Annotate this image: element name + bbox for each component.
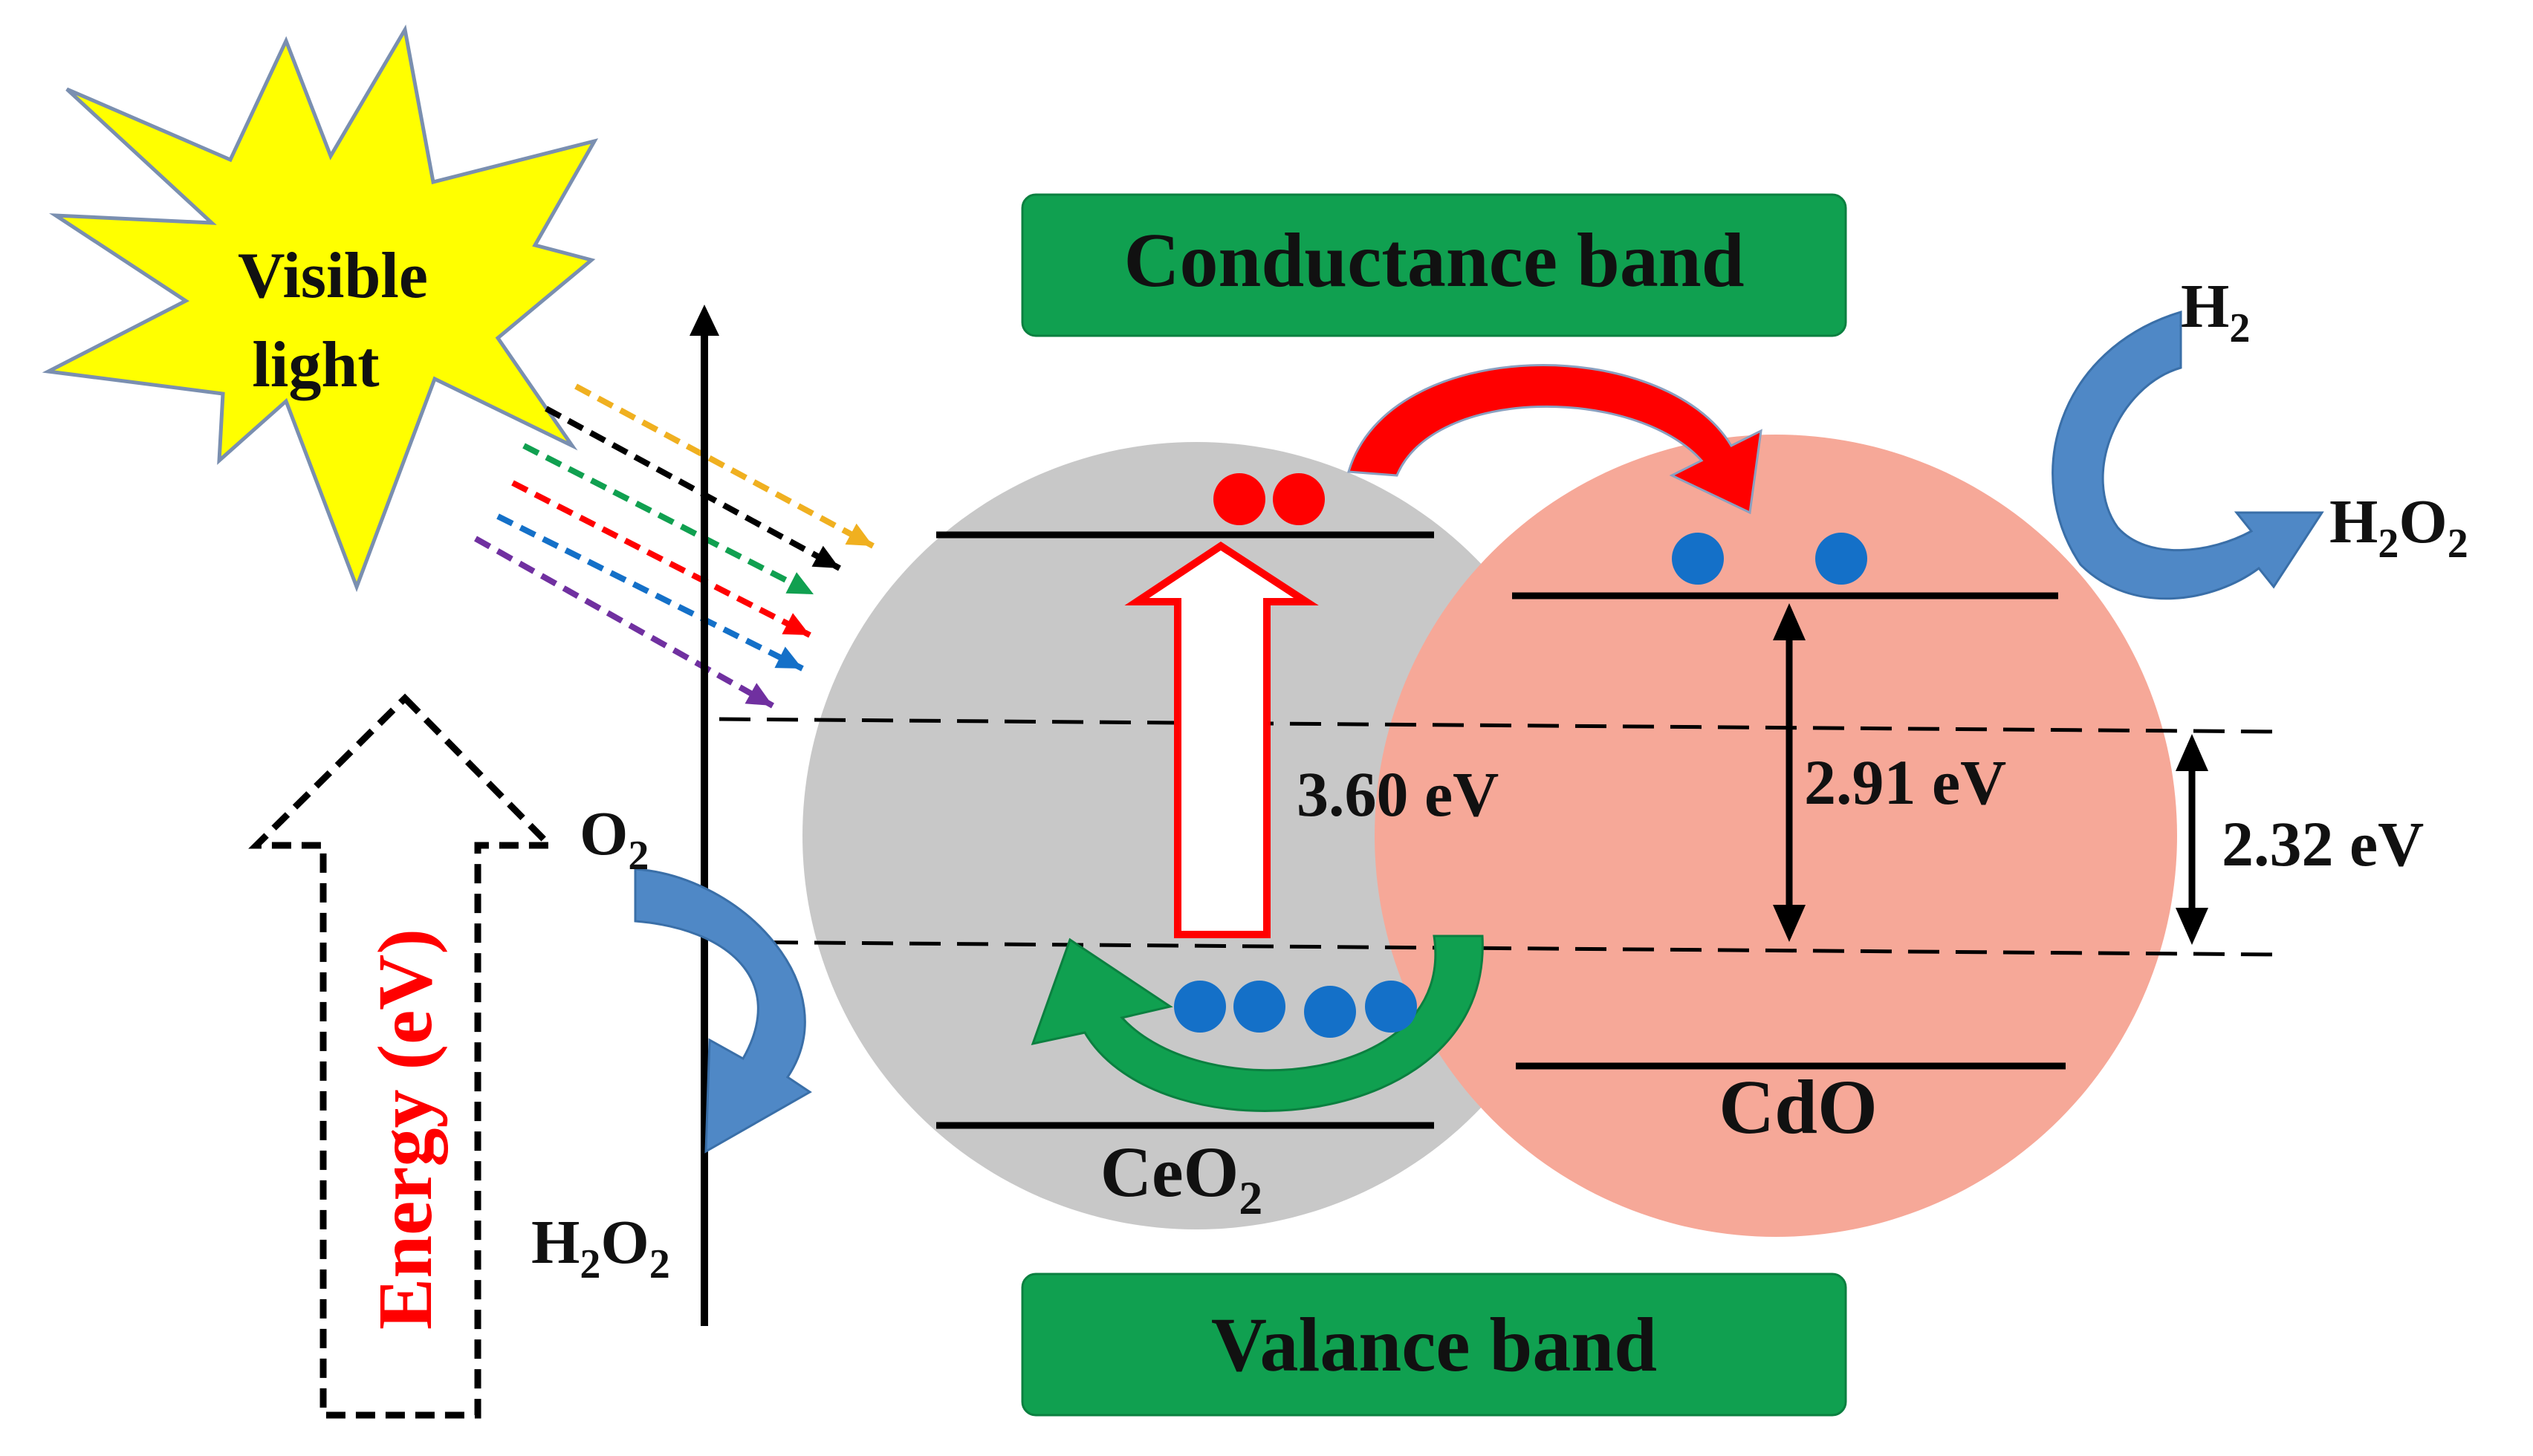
- sun-icon: [42, 24, 599, 593]
- excitation-arrow: [1124, 542, 1319, 938]
- electron-transfer-arrow: [1347, 364, 1762, 515]
- valance-band-box: [1021, 1273, 1847, 1417]
- light-ray-arrowhead-4: [782, 613, 810, 635]
- hole-2: [1233, 981, 1285, 1033]
- light-ray-4: [511, 480, 811, 638]
- hole-3: [1304, 986, 1356, 1038]
- hole-1: [1174, 981, 1226, 1033]
- sun-label-line2: light: [252, 329, 379, 401]
- light-ray-arrowhead-6: [745, 683, 773, 706]
- offset-gap-arrowhead-bottom: [2176, 908, 2208, 945]
- light-ray-3: [522, 443, 815, 597]
- light-ray-2: [545, 406, 841, 571]
- electron-cdo-cb-1: [1672, 533, 1724, 585]
- light-ray-arrowhead-1: [845, 523, 873, 546]
- ceo2-label: CeO2: [1100, 1132, 1263, 1224]
- cdo-gap-arrowhead-bottom: [1773, 905, 1806, 942]
- light-rays: [474, 383, 875, 709]
- light-ray-5: [496, 513, 804, 672]
- h2-oxidation-arrow: [2052, 310, 2324, 600]
- hole-4: [1365, 981, 1417, 1033]
- light-ray-arrowhead-2: [811, 545, 840, 568]
- energy-axis-arrowhead: [690, 305, 719, 336]
- o2-label: O2: [580, 799, 649, 879]
- h2o2-left-label: H2O2: [531, 1208, 670, 1287]
- light-ray-arrowhead-5: [774, 646, 802, 669]
- cdo-gap-arrowhead-top: [1773, 603, 1806, 640]
- h2-label: H2: [2181, 272, 2250, 351]
- lower-dashed-level: [719, 940, 2282, 957]
- conductance-band-label: Conductance band: [1123, 218, 1744, 303]
- light-ray-1: [574, 383, 875, 549]
- conductance-band-box: [1021, 193, 1847, 337]
- sun-label-line1: Visible: [238, 240, 428, 312]
- energy-arrow: [248, 693, 558, 1419]
- upper-dashed-level: [719, 717, 2282, 734]
- electron-cdo-cb-2: [1815, 533, 1867, 585]
- cdo-band-gap-label: 2.91 eV: [1804, 747, 2006, 818]
- offset-gap-label: 2.32 eV: [2222, 808, 2424, 880]
- light-ray-6: [474, 536, 774, 709]
- electron-ceo2-cb-1: [1213, 473, 1265, 525]
- cdo-particle: [1375, 435, 2177, 1237]
- ceo2-band-gap-label: 3.60 eV: [1297, 758, 1499, 830]
- cdo-label: CdO: [1719, 1065, 1878, 1150]
- valance-band-label: Valance band: [1211, 1302, 1657, 1388]
- offset-gap-arrowhead-top: [2176, 734, 2208, 771]
- hole-transfer-arrow: [1031, 935, 1484, 1112]
- light-ray-arrowhead-3: [785, 572, 814, 594]
- o2-reduction-arrow: [634, 868, 812, 1154]
- energy-axis-label: Energy (eV): [363, 929, 448, 1330]
- electron-ceo2-cb-2: [1273, 473, 1325, 525]
- h2o2-right-label: H2O2: [2329, 487, 2468, 567]
